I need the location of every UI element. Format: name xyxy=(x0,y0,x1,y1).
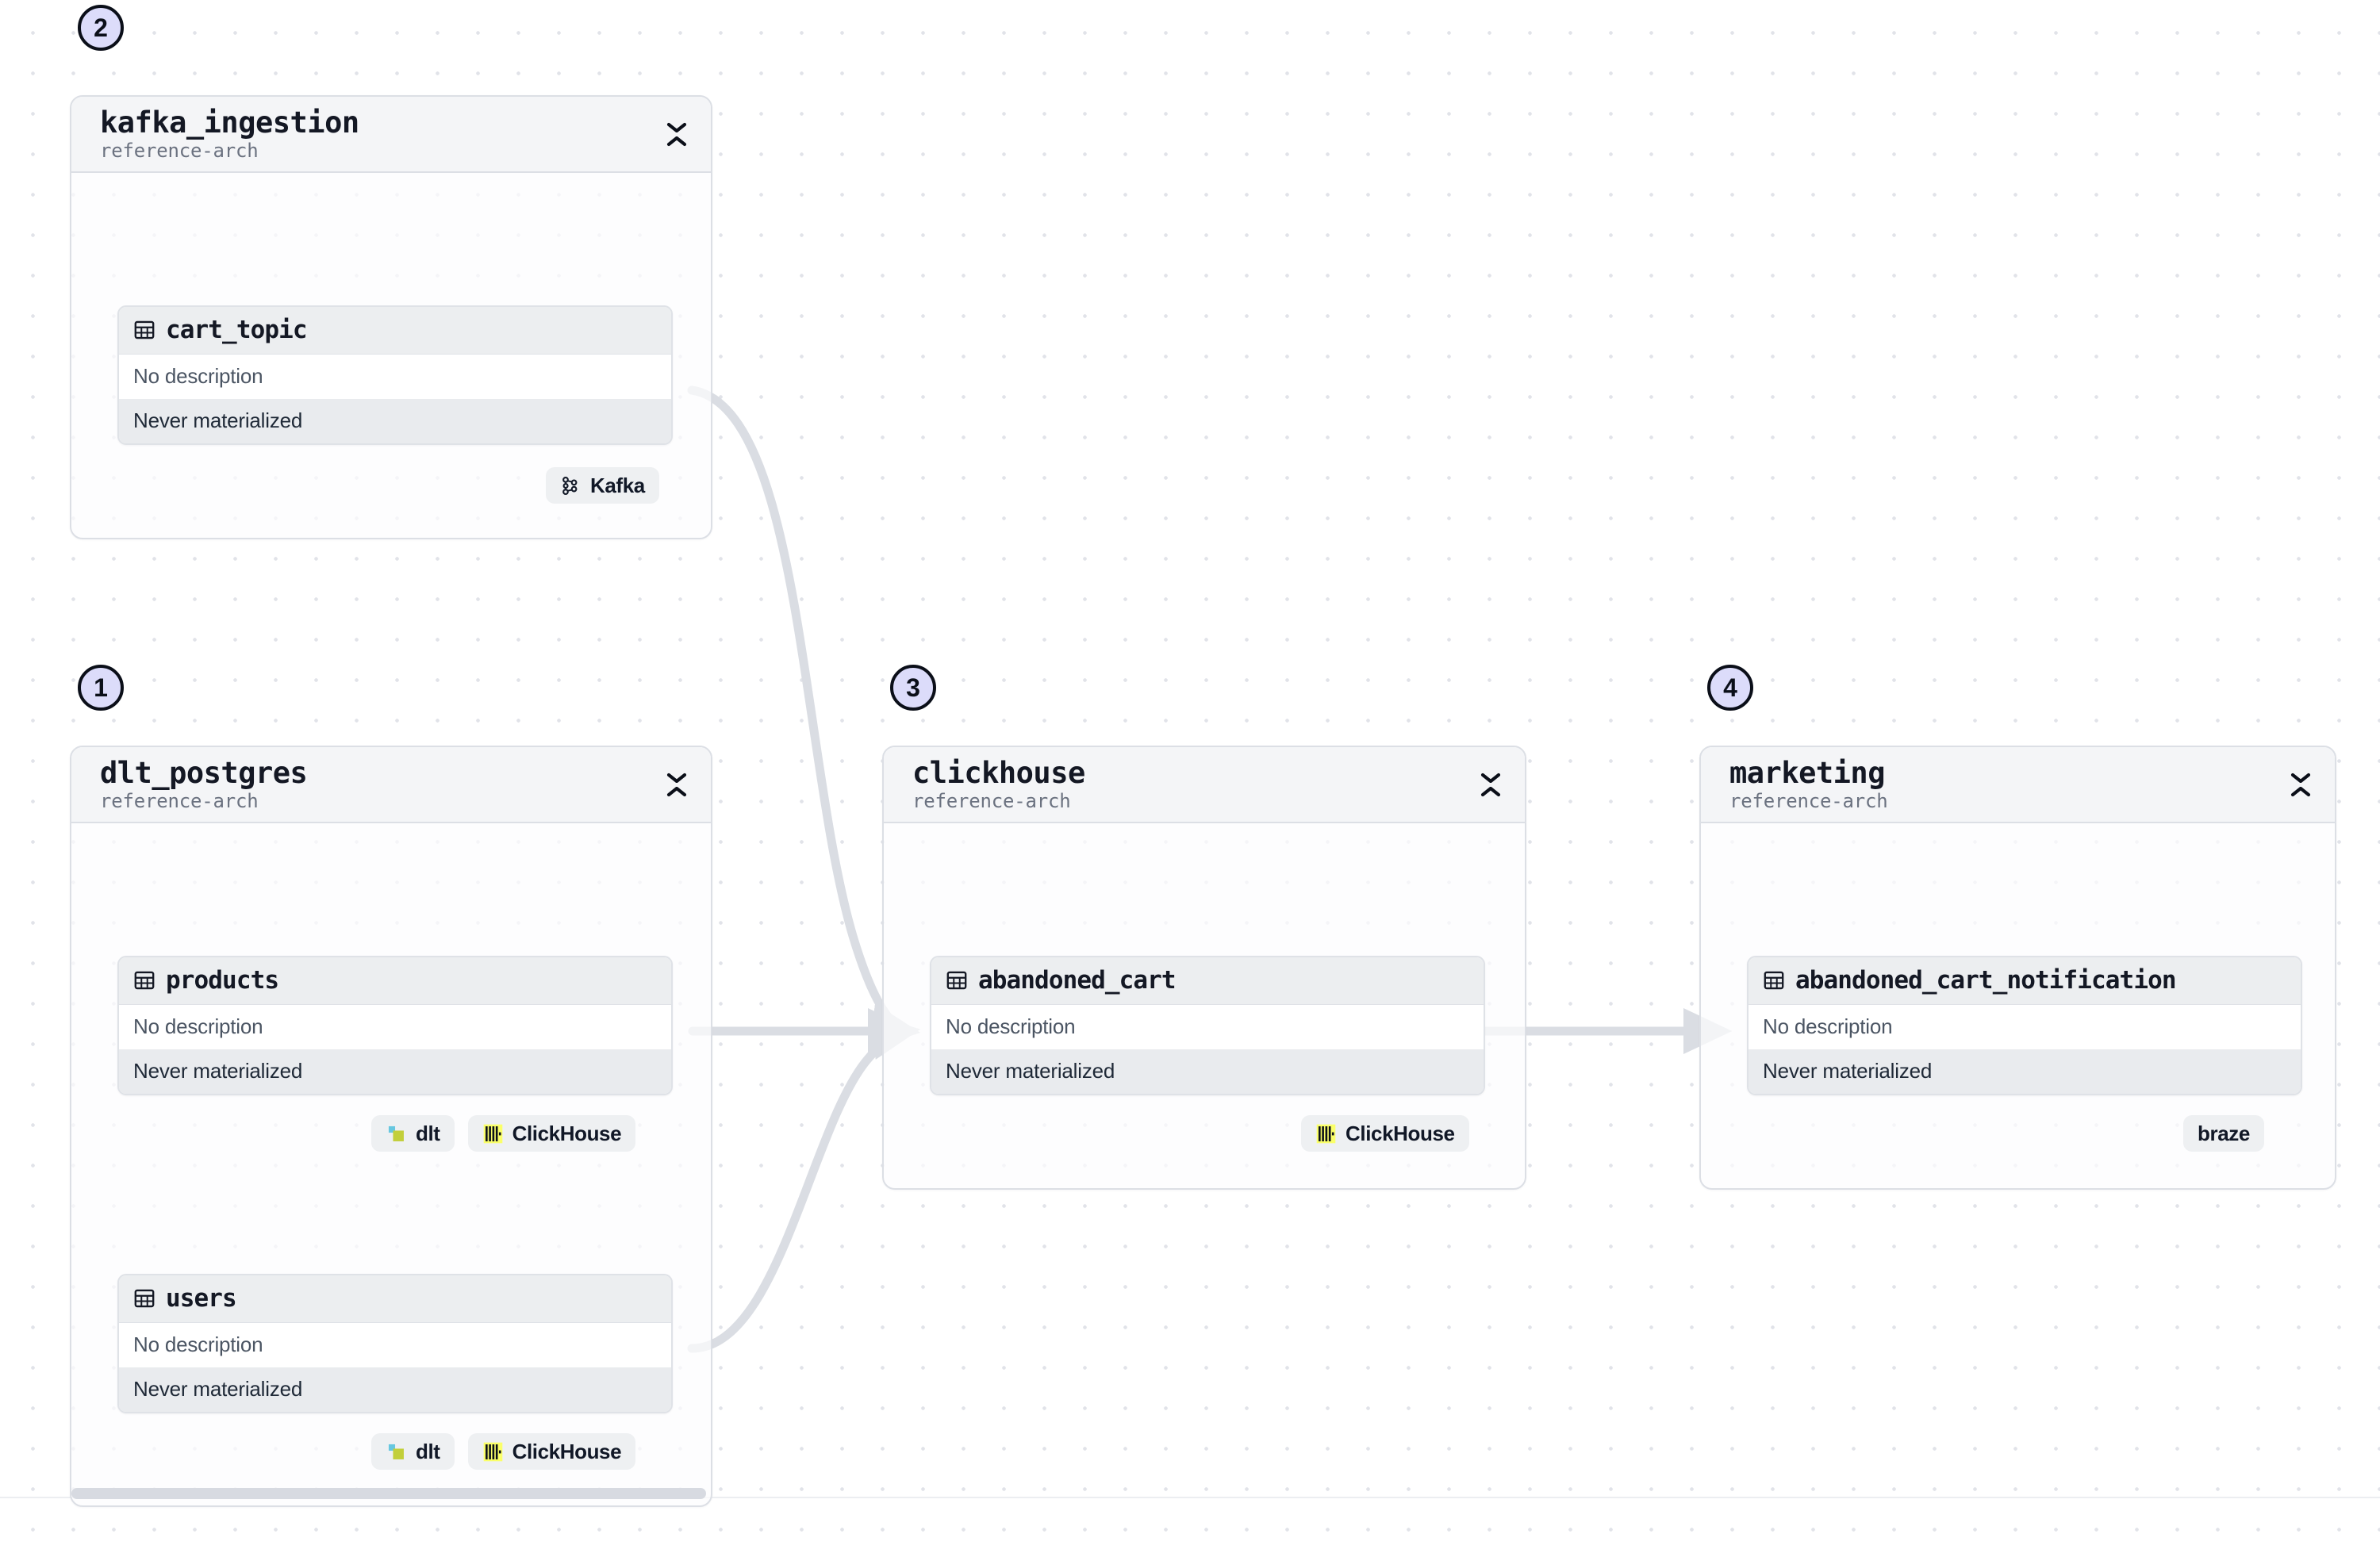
badge-label: Kafka xyxy=(590,473,645,497)
integration-badge-braze[interactable]: braze xyxy=(2183,1115,2264,1152)
table-name: abandoned_cart_notification xyxy=(1795,966,2177,995)
badge-row-abandoned-cart: ClickHouse xyxy=(1301,1115,1469,1152)
badge-row-kafka: Kafka xyxy=(546,467,659,504)
integration-badge-dlt[interactable]: dlt xyxy=(371,1433,455,1470)
badge-label: ClickHouse xyxy=(1345,1121,1455,1145)
group-title-wrap: marketing reference-arch xyxy=(1729,757,1888,811)
integration-badge-kafka[interactable]: Kafka xyxy=(546,467,659,504)
table-description: No description xyxy=(119,355,671,399)
group-subtitle: reference-arch xyxy=(100,789,259,812)
bottom-divider xyxy=(0,1497,2380,1498)
badge-label: dlt xyxy=(416,1439,440,1463)
group-header[interactable]: kafka_ingestion reference-arch xyxy=(71,97,711,173)
table-card-cart-topic[interactable]: cart_topic No description Never material… xyxy=(117,305,673,445)
table-card-abandoned-cart-notification[interactable]: abandoned_cart_notification No descripti… xyxy=(1747,956,2302,1095)
group-subtitle: reference-arch xyxy=(1729,789,1888,812)
badge-label: braze xyxy=(2198,1121,2250,1145)
group-subtitle: reference-arch xyxy=(912,789,1071,812)
table-description: No description xyxy=(119,1005,671,1049)
badge-label: ClickHouse xyxy=(512,1121,622,1145)
group-title-wrap: dlt_postgres reference-arch xyxy=(100,755,308,812)
step-badge-3: 3 xyxy=(890,665,936,711)
group-title: dlt_postgres xyxy=(100,755,308,790)
edge-users-to-abandoned-cart xyxy=(687,1014,921,1353)
table-status: Never materialized xyxy=(1749,1049,2301,1094)
table-card-abandoned-cart[interactable]: abandoned_cart No description Never mate… xyxy=(930,956,1485,1095)
table-grid-icon xyxy=(133,1287,155,1310)
group-title-wrap: clickhouse reference-arch xyxy=(912,757,1085,811)
group-title: clickhouse xyxy=(912,755,1085,790)
group-title: kafka_ingestion xyxy=(100,105,359,140)
group-title: marketing xyxy=(1729,755,1885,790)
step-badge-2: 2 xyxy=(78,5,124,51)
table-grid-icon xyxy=(133,969,155,991)
table-card-users[interactable]: users No description Never materialized xyxy=(117,1274,673,1413)
table-card-header: users xyxy=(119,1275,671,1323)
table-grid-icon xyxy=(133,319,155,341)
clickhouse-icon xyxy=(482,1123,504,1145)
group-header[interactable]: marketing reference-arch xyxy=(1701,747,2335,823)
clickhouse-icon xyxy=(482,1441,504,1463)
integration-badge-clickhouse[interactable]: ClickHouse xyxy=(1301,1115,1469,1152)
collapse-vertical-icon[interactable] xyxy=(663,769,690,800)
collapse-vertical-icon[interactable] xyxy=(2287,769,2314,800)
table-card-header: cart_topic xyxy=(119,307,671,355)
badge-label: ClickHouse xyxy=(512,1439,622,1463)
dlt-icon xyxy=(386,1441,407,1463)
table-grid-icon xyxy=(1763,969,1785,991)
table-name: cart_topic xyxy=(166,316,308,344)
table-card-header: abandoned_cart_notification xyxy=(1749,957,2301,1005)
step-badge-4: 4 xyxy=(1707,665,1753,711)
step-badge-1: 1 xyxy=(78,665,124,711)
badge-row-products: dlt ClickHouse xyxy=(371,1115,636,1152)
integration-badge-clickhouse[interactable]: ClickHouse xyxy=(467,1115,636,1152)
table-grid-icon xyxy=(946,969,968,991)
table-name: users xyxy=(166,1284,237,1313)
edge-cart-topic-to-abandoned-cart xyxy=(687,385,921,1049)
kafka-icon xyxy=(560,475,582,497)
badge-label: dlt xyxy=(416,1121,440,1145)
table-card-header: abandoned_cart xyxy=(931,957,1484,1005)
group-title-wrap: kafka_ingestion reference-arch xyxy=(100,105,359,162)
horizontal-scrollbar[interactable] xyxy=(71,1488,706,1499)
table-status: Never materialized xyxy=(119,399,671,443)
table-card-header: products xyxy=(119,957,671,1005)
table-name: abandoned_cart xyxy=(978,966,1177,995)
table-status: Never materialized xyxy=(119,1367,671,1412)
table-card-products[interactable]: products No description Never materializ… xyxy=(117,956,673,1095)
integration-badge-clickhouse[interactable]: ClickHouse xyxy=(467,1433,636,1470)
integration-badge-dlt[interactable]: dlt xyxy=(371,1115,455,1152)
group-header[interactable]: clickhouse reference-arch xyxy=(884,747,1525,823)
collapse-vertical-icon[interactable] xyxy=(663,118,690,150)
collapse-vertical-icon[interactable] xyxy=(1477,769,1504,800)
badge-row-users: dlt ClickHouse xyxy=(371,1433,636,1470)
table-description: No description xyxy=(1749,1005,2301,1049)
clickhouse-icon xyxy=(1315,1123,1337,1145)
table-status: Never materialized xyxy=(119,1049,671,1094)
badge-row-notification: braze xyxy=(2183,1115,2264,1152)
table-name: products xyxy=(166,966,279,995)
dlt-icon xyxy=(386,1123,407,1145)
group-header[interactable]: dlt_postgres reference-arch xyxy=(71,747,711,823)
table-description: No description xyxy=(119,1323,671,1367)
group-subtitle: reference-arch xyxy=(100,139,259,162)
table-status: Never materialized xyxy=(931,1049,1484,1094)
table-description: No description xyxy=(931,1005,1484,1049)
